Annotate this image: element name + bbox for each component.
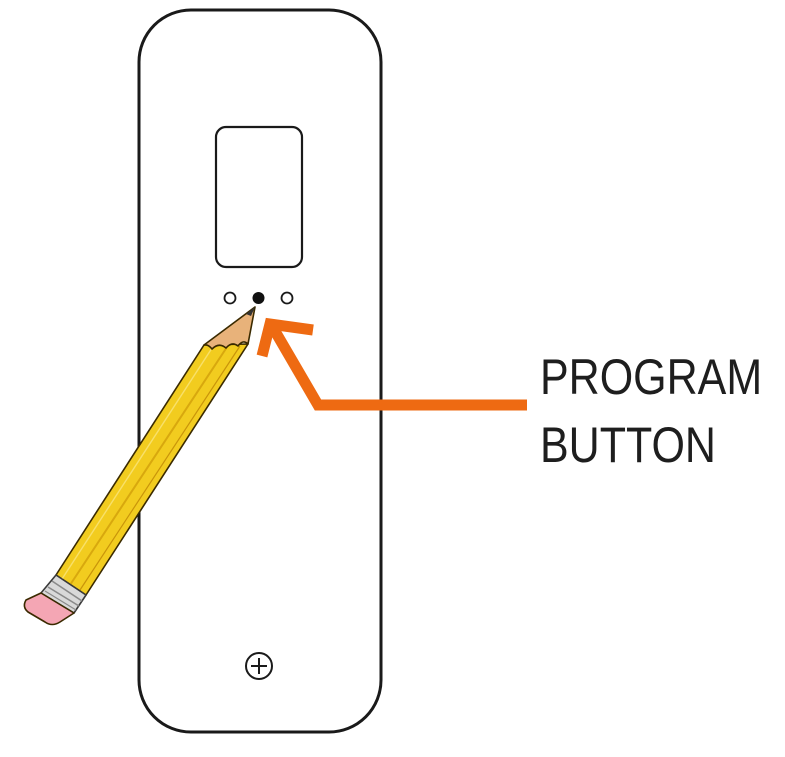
callout-label-line-1: PROGRAM (540, 349, 763, 405)
program-button[interactable] (252, 292, 265, 304)
display-window (214, 125, 304, 269)
screw-icon (245, 652, 273, 680)
arrow-icon (256, 317, 527, 411)
pencil-icon (23, 306, 256, 626)
callout-label-line-2: BUTTON (540, 417, 716, 473)
left-led (223, 291, 237, 305)
device-body (137, 8, 383, 734)
right-led (280, 291, 294, 305)
